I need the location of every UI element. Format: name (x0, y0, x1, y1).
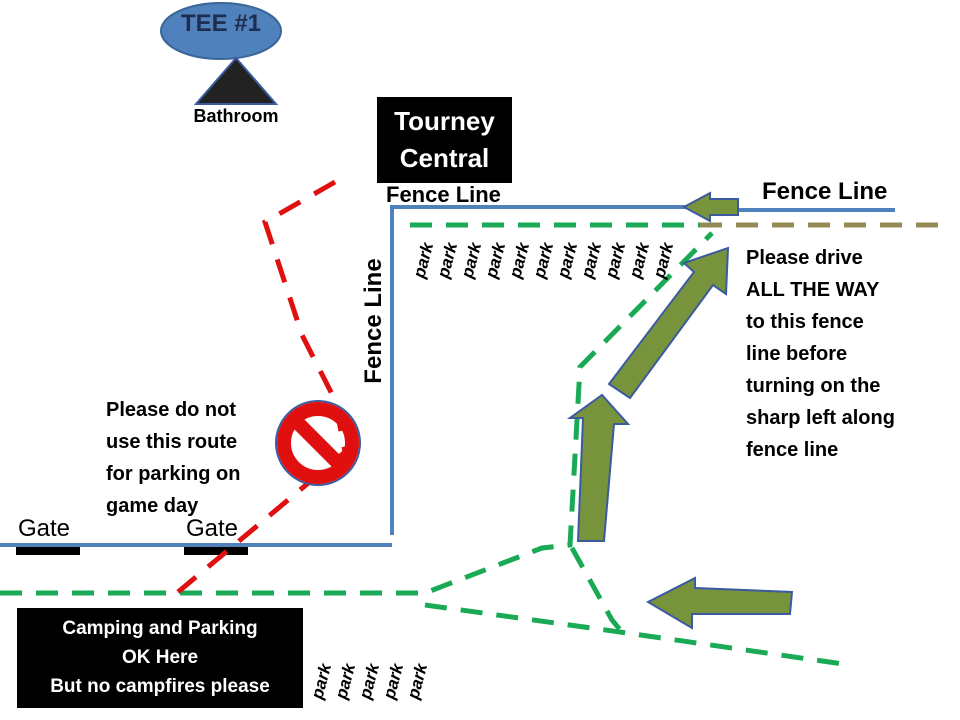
no-entry-icon (275, 400, 361, 486)
drive-note: Please drive ALL THE WAY to this fence l… (746, 247, 895, 461)
gate-marker (16, 547, 80, 555)
arrow-left-bottom (645, 576, 794, 630)
fence-line-label-vertical: Fence Line (360, 258, 387, 384)
gate-marker (184, 547, 248, 555)
parking-route (569, 546, 624, 634)
parking-markers-top: park park park park park park park park … (409, 239, 677, 281)
parking-markers-bottom: park park park park park (307, 660, 431, 702)
fence-line-main (390, 205, 738, 535)
bathroom-label: Bathroom (193, 106, 279, 126)
fence-line-label-right: Fence Line (762, 178, 888, 205)
arrow-up-right (607, 246, 730, 400)
park-label: park (403, 660, 431, 702)
no-route-note: Please do not use this route for parking… (106, 399, 241, 517)
tee-marker (160, 2, 282, 60)
closed-route (176, 179, 348, 594)
fence-line-label-top: Fence Line (386, 182, 501, 207)
bathroom-icon (193, 56, 279, 105)
parking-route (424, 602, 851, 668)
camping-note-box: Camping and Parking OK Here But no campf… (17, 608, 303, 708)
arrow-up (566, 393, 631, 542)
park-label: park (649, 239, 677, 281)
gate-label: Gate (18, 515, 71, 542)
tee-label: TEE #1 (180, 10, 262, 37)
tourney-central-box: Tourney Central (377, 97, 512, 183)
arrow-left-top (681, 191, 739, 223)
gate-label: Gate (186, 515, 239, 542)
